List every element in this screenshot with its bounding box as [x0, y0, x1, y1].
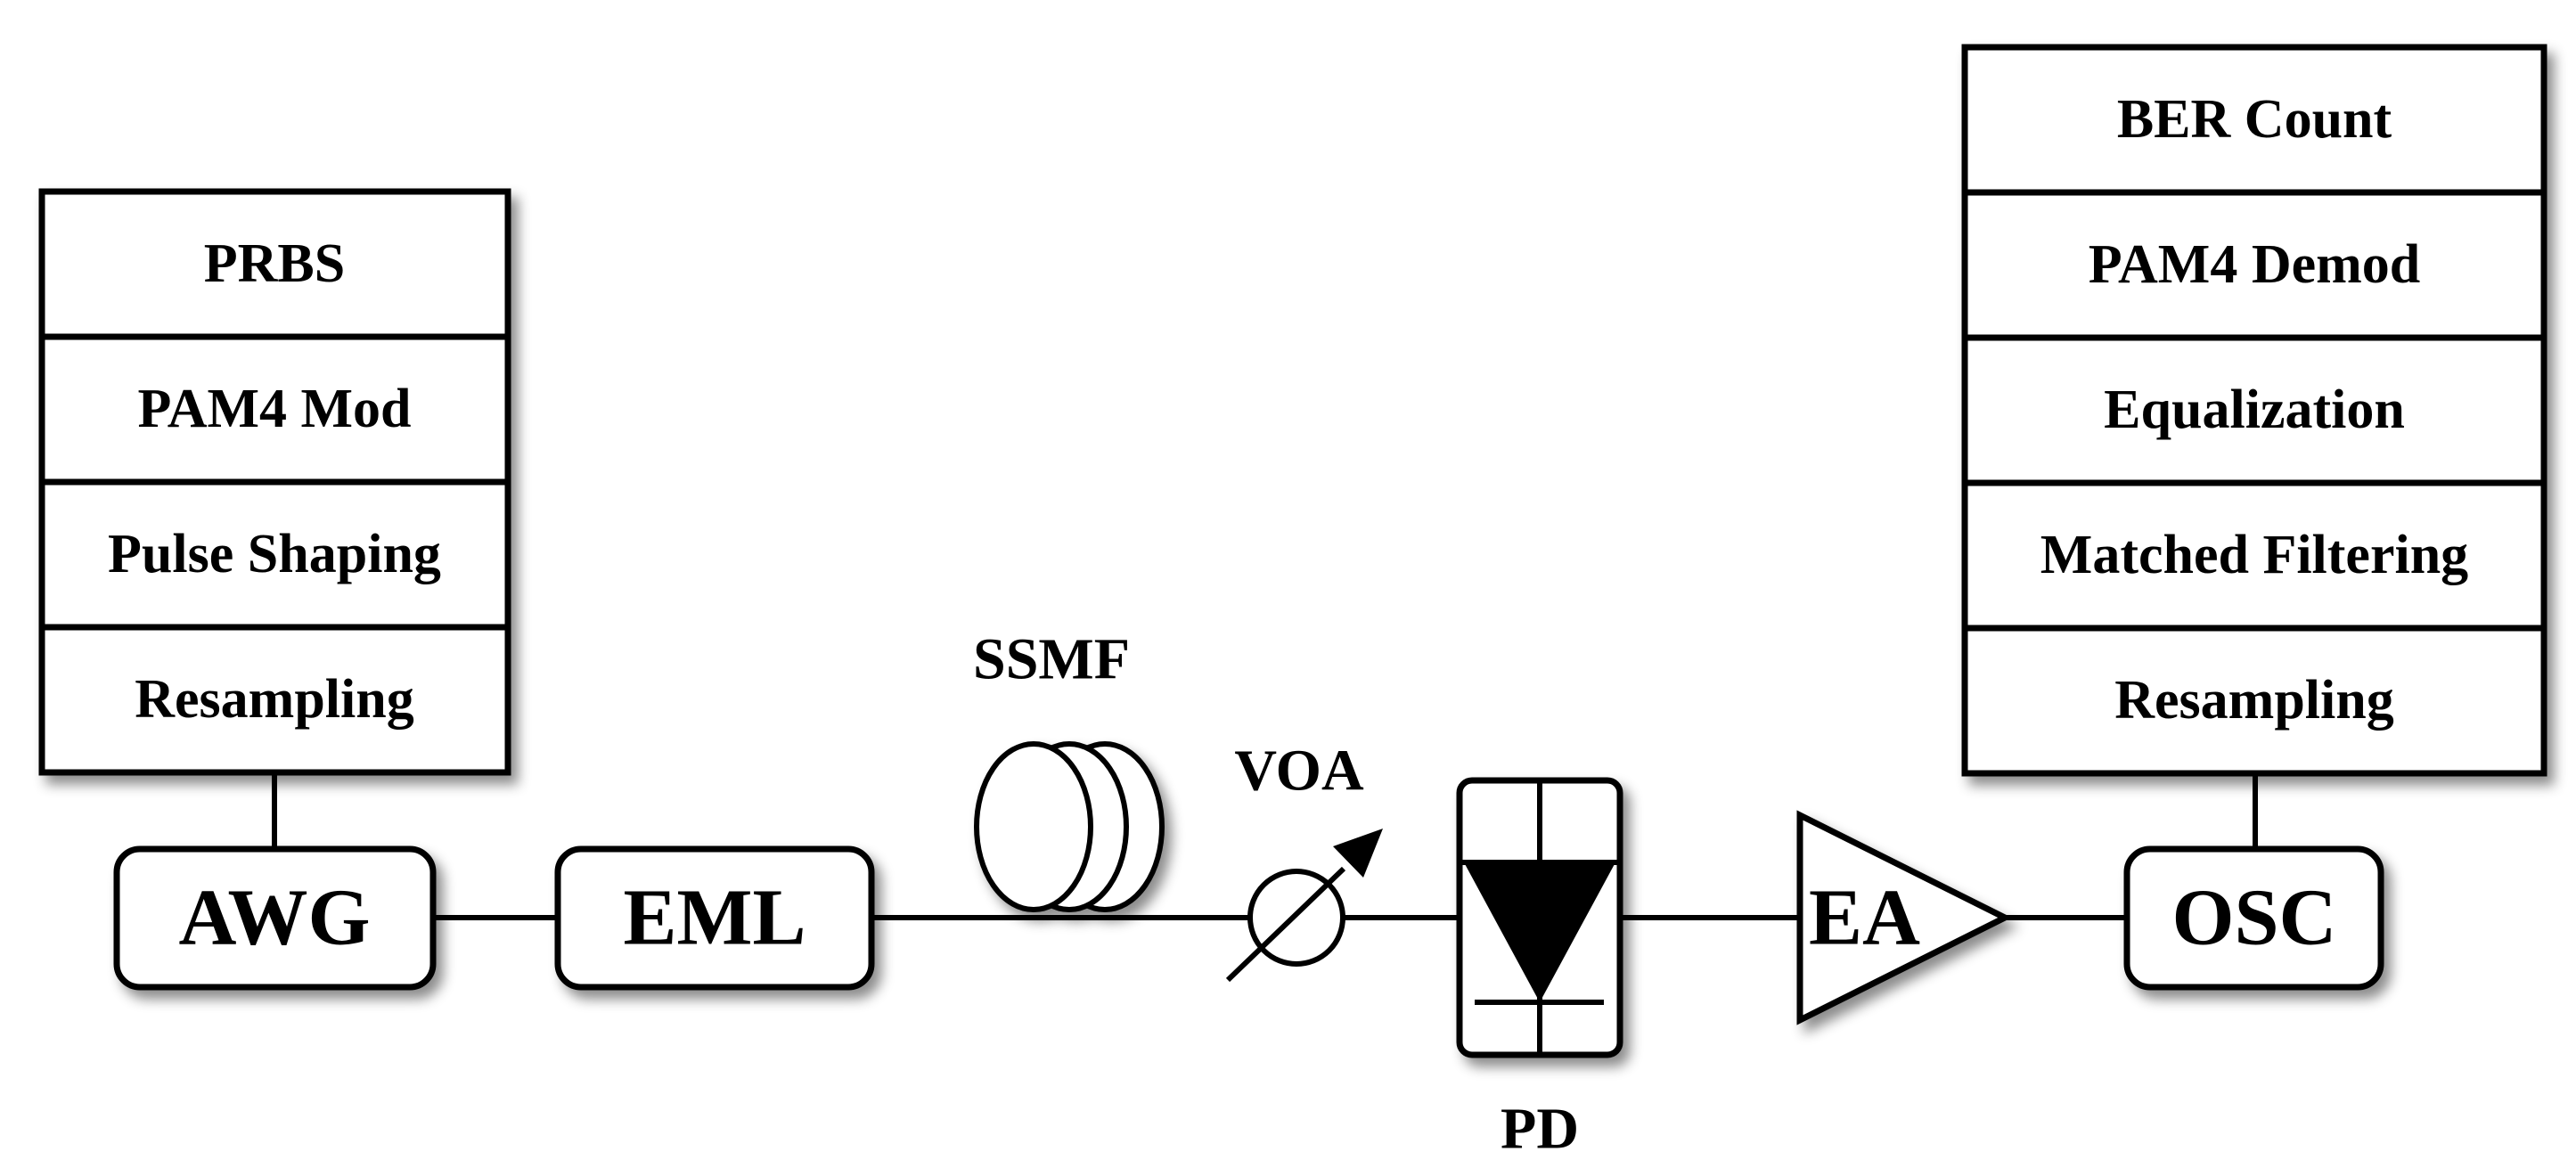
- awg-block: AWG: [113, 845, 437, 991]
- ssmf-label: SSMF: [973, 627, 1130, 692]
- rx-stack-pam4-demod: PAM4 Demod: [2089, 234, 2420, 295]
- rx-stack-equalization: Equalization: [2104, 380, 2405, 440]
- ea-amplifier-icon: EA: [1796, 810, 2012, 1025]
- voa-attenuator-icon: [1225, 829, 1383, 983]
- pd-label: PD: [1501, 1097, 1579, 1162]
- tx-dsp-stack-labels: PRBS PAM4 Mod Pulse Shaping Resampling: [108, 233, 441, 730]
- eml-block: EML: [554, 845, 875, 991]
- eml-label: EML: [623, 874, 806, 962]
- rx-stack-ber-count: BER Count: [2117, 89, 2392, 150]
- tx-dsp-stack: [38, 188, 511, 776]
- rx-dsp-stack: [1961, 44, 2547, 777]
- tx-stack-prbs: PRBS: [204, 233, 345, 294]
- tx-stack-resampling: Resampling: [135, 669, 413, 730]
- pd-photodiode-icon: [1456, 777, 1623, 1058]
- rx-dsp-stack-labels: BER Count PAM4 Demod Equalization Matche…: [2040, 89, 2468, 731]
- osc-label: OSC: [2171, 874, 2336, 962]
- rx-stack-matched-filtering: Matched Filtering: [2040, 525, 2468, 585]
- ssmf-fiber-spool-icon: [974, 741, 1165, 912]
- awg-label: AWG: [178, 874, 370, 962]
- rx-stack-resampling: Resampling: [2114, 670, 2393, 731]
- ea-label: EA: [1809, 874, 1920, 962]
- tx-stack-pulse-shaping: Pulse Shaping: [108, 524, 441, 584]
- tx-stack-pam4-mod: PAM4 Mod: [137, 379, 411, 439]
- osc-block: OSC: [2123, 845, 2384, 991]
- voa-label: VOA: [1234, 739, 1364, 804]
